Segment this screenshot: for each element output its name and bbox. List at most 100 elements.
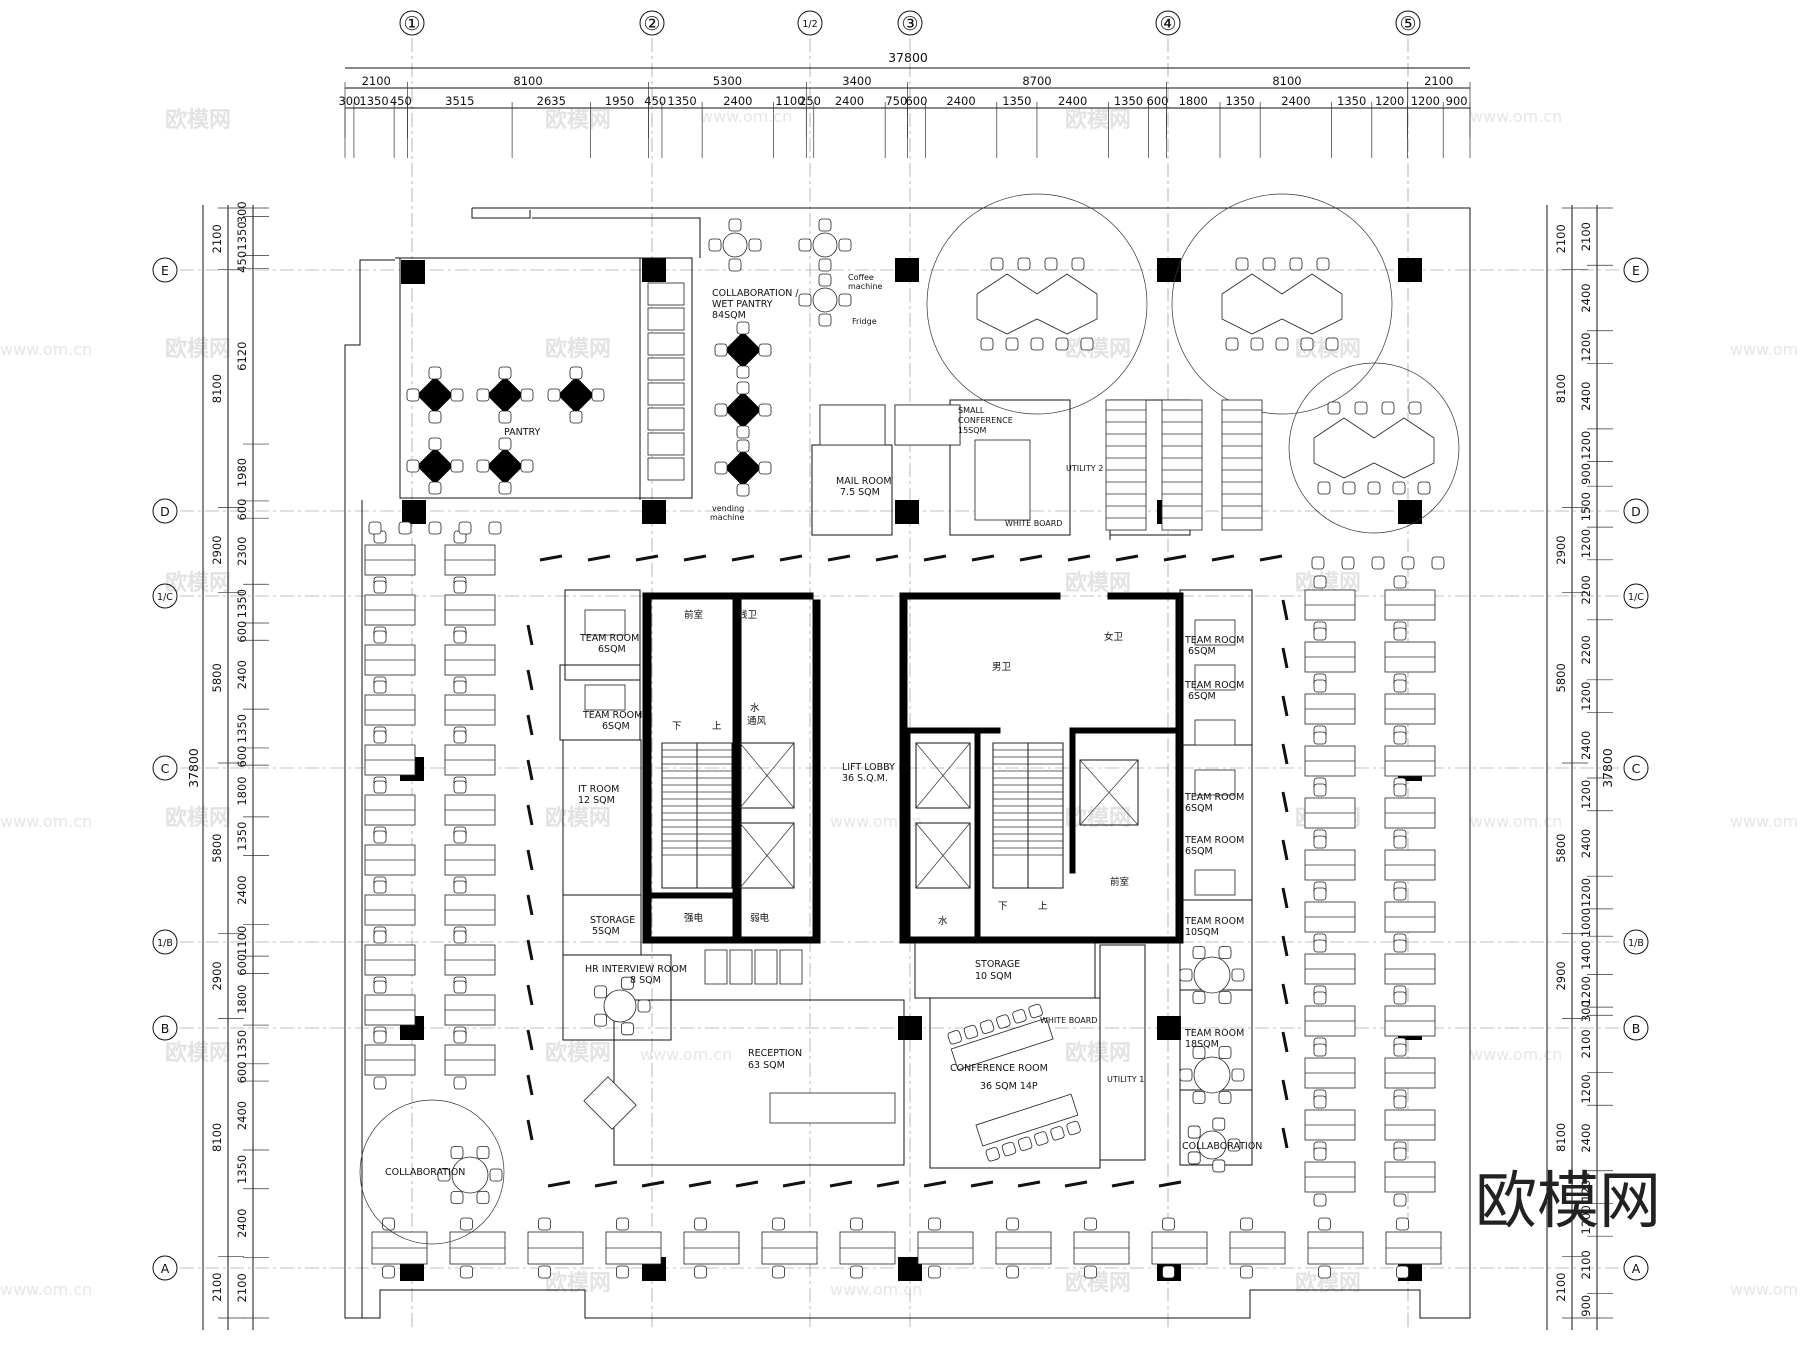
elevator-5 [1079,759,1139,826]
watermark-url-3: www.om.cn [1730,340,1800,359]
grid-bubble-row-D-right: D [1623,498,1649,524]
dash-left-10 [526,1074,534,1096]
dash-bottom-11 [1064,1180,1088,1188]
dim-right-r2-8: 2200 [1579,575,1593,604]
left-desk-b-0 [444,530,496,590]
watermark-url-6: www.om.cn [1470,812,1562,831]
left-desk-b-5 [444,780,496,840]
dash-top-10 [1019,554,1043,562]
label-team-room-r1-area: 6SQM [1188,646,1216,657]
dash-left-0 [526,624,534,646]
label-cn-weak-power: 弱电 [750,912,770,924]
watermark-text-0: 欧模网 [165,107,231,133]
column-5 [895,500,919,524]
team-room-left-table-0 [584,609,626,636]
grid-bubble-col-1-2: 1/2 [797,10,823,36]
dash-right-9 [1281,1031,1289,1053]
dim-top-r2-4: 2635 [537,94,566,108]
dash-top-6 [827,554,851,562]
column-6 [1157,258,1181,282]
grid-label-row-1C-right: 1/C [1628,592,1644,603]
dash-top-2 [635,554,659,562]
dash-left-6 [526,894,534,916]
watermark-layer: 欧模网欧模网欧模网欧模网欧模网欧模网欧模网欧模网欧模网欧模网欧模网欧模网欧模网欧… [0,107,1800,1299]
left-desk-a-4 [364,730,416,790]
grid-label-col-1-2: 1/2 [802,19,817,30]
pantry-table-0 [406,366,464,424]
dim-left-r2-15: 1100 [235,926,249,955]
dim-right-r2-6: 1500 [1579,492,1593,521]
dash-left-2 [526,714,534,736]
label-utility-1: UTILITY 1 [1107,1075,1144,1084]
grid-bubble-row-1C-right: 1/C [1623,583,1649,609]
dim-top-r2-17: 1350 [1114,94,1143,108]
stair-1 [992,742,1064,889]
label-collab-wet-pantry-2: WET PANTRY [712,299,773,310]
dim-top-r2-15: 1350 [1002,94,1031,108]
grid-bubble-row-C-left: C [152,755,178,781]
left-desk-a-1 [364,580,416,640]
workstation-pod-2 [1288,362,1460,534]
grid-label-row-E-left: E [161,263,169,278]
label-cn-anteroom-2: 前室 [1110,876,1129,888]
label-team-room-r4: TEAM ROOM [1184,835,1244,846]
lobby-sofa-0 [704,949,728,985]
dash-bottom-8 [923,1180,947,1188]
dim-right-r2-3: 2400 [1579,382,1593,411]
dash-bottom-10 [1017,1180,1041,1188]
bottom-desk-7 [917,1217,974,1279]
right-desk-a-1 [1304,627,1356,687]
dim-top-r2-23: 1200 [1375,94,1404,108]
grid-label-row-E-right: E [1632,263,1640,278]
column-2 [642,258,666,282]
dash-left-7 [526,939,534,961]
dim-top-r2-25: 900 [1446,94,1468,108]
dim-right-r1-2: 2900 [1554,535,1568,564]
right-desk-b-5 [1384,835,1436,895]
dim-right-r1-4: 5800 [1554,834,1568,863]
watermark-text-10: 欧模网 [165,805,231,831]
dim-right-r2-10: 1200 [1579,682,1593,711]
dim-top-r2-18: 600 [1147,94,1169,108]
lobby-sofa-3 [779,949,803,985]
dim-left-r2-17: 1800 [235,985,249,1014]
dim-right-r2-25: 900 [1579,1295,1593,1317]
watermark-url-4: www.om.cn [0,812,92,831]
dash-top-0 [539,554,563,562]
watermark-url-12: www.om.cn [1730,1280,1800,1299]
right-desk-a-10 [1304,1095,1356,1155]
right-desk-b-6 [1384,887,1436,947]
label-cn-accessible-wc: 残卫 [738,609,758,621]
small-conference-table [974,439,1031,521]
dim-right-r1-5: 2900 [1554,961,1568,990]
collab-round-table-2 [798,273,852,327]
label-white-board-2: WHITE BOARD [1040,1016,1097,1025]
bottom-desk-9 [1073,1217,1130,1279]
stairs [661,742,1064,889]
dash-right-0 [1281,599,1289,621]
grid-bubble-col-4: ④ [1155,10,1181,36]
dim-right-r2-14: 1200 [1579,878,1593,907]
dash-top-15 [1259,554,1283,562]
left-desk-b-6 [444,830,496,890]
label-team-room-r5: TEAM ROOM [1184,916,1244,927]
elevator-1 [739,742,795,809]
dim-top-r2-24: 1200 [1411,94,1440,108]
dash-bottom-3 [688,1180,712,1188]
grid-bubble-col-3: ③ [897,10,923,36]
label-hr-interview-area: 8 SQM [630,975,661,986]
left-desk-a-5 [364,780,416,840]
dash-left-8 [526,984,534,1006]
label-storage-5: STORAGE [590,915,635,926]
dim-top-r2-8: 2400 [723,94,752,108]
left-desk-a-7 [364,880,416,940]
bottom-desk-11 [1229,1217,1286,1279]
label-small-conference-2: CONFERENCE [958,416,1013,425]
column-14 [1157,1016,1181,1040]
label-small-conference: SMALL [958,406,985,415]
label-fridge: Fridge [852,317,877,326]
grid-label-col-3: ③ [901,13,918,35]
left-desk-b-2 [444,630,496,690]
label-team-room-r6-area: 18SQM [1185,1039,1219,1050]
reception-counter [583,1076,896,1130]
